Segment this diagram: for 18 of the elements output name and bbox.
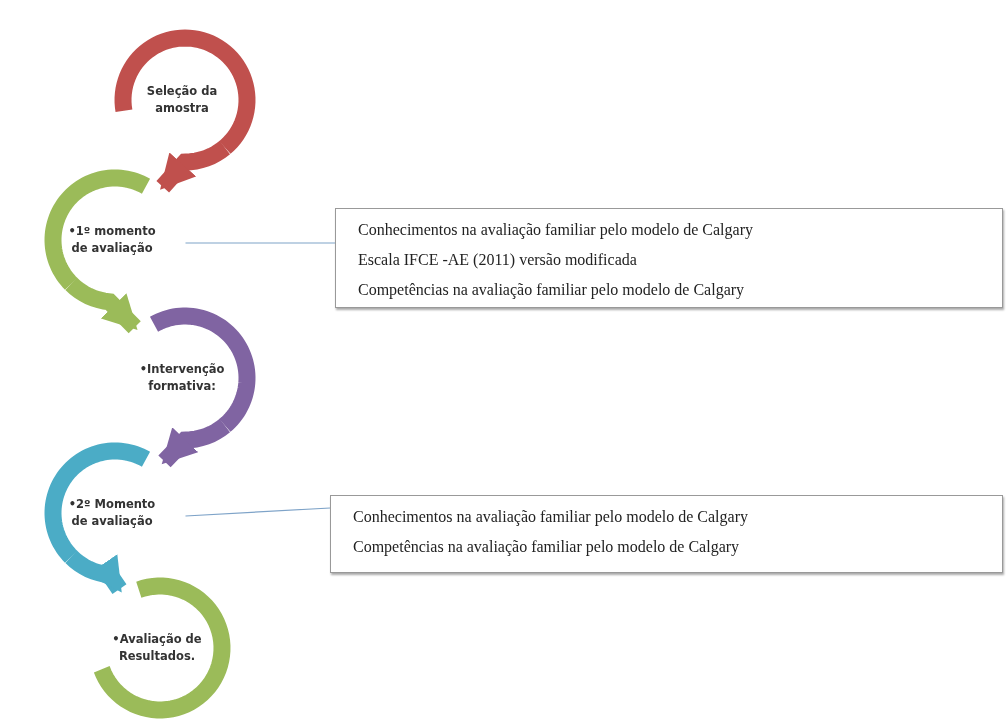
step-label: •2º Momento de avaliação [67, 496, 157, 530]
box-text-line: Conhecimentos na avaliação familiar pelo modelo de Calgary [353, 507, 749, 528]
step-label: •1º momento de avaliação [67, 223, 157, 257]
curved-arrow [65, 550, 127, 594]
step-label: Seleção da amostra [145, 83, 219, 117]
connector-line [184, 507, 331, 517]
box-text-line: Conhecimentos na avaliação familiar pelo modelo de Calgary [358, 220, 754, 241]
curved-arrow [65, 277, 141, 334]
box-text-line: Competências na avaliação familiar pelo modelo de Calgary [358, 280, 746, 301]
curved-arrow [158, 418, 230, 468]
step-label: •Intervenção formativa: [138, 361, 226, 395]
text-box [335, 208, 1003, 308]
box-text-line: Competências na avaliação familiar pelo modelo de Calgary [353, 537, 741, 558]
connector-line [184, 242, 336, 244]
step-label: •Avaliação de Resultados. [111, 631, 203, 665]
box-text-line: Escala IFCE -AE (2011) versão modificada [358, 250, 638, 271]
text-box [330, 495, 1003, 573]
curved-arrow [156, 140, 231, 193]
